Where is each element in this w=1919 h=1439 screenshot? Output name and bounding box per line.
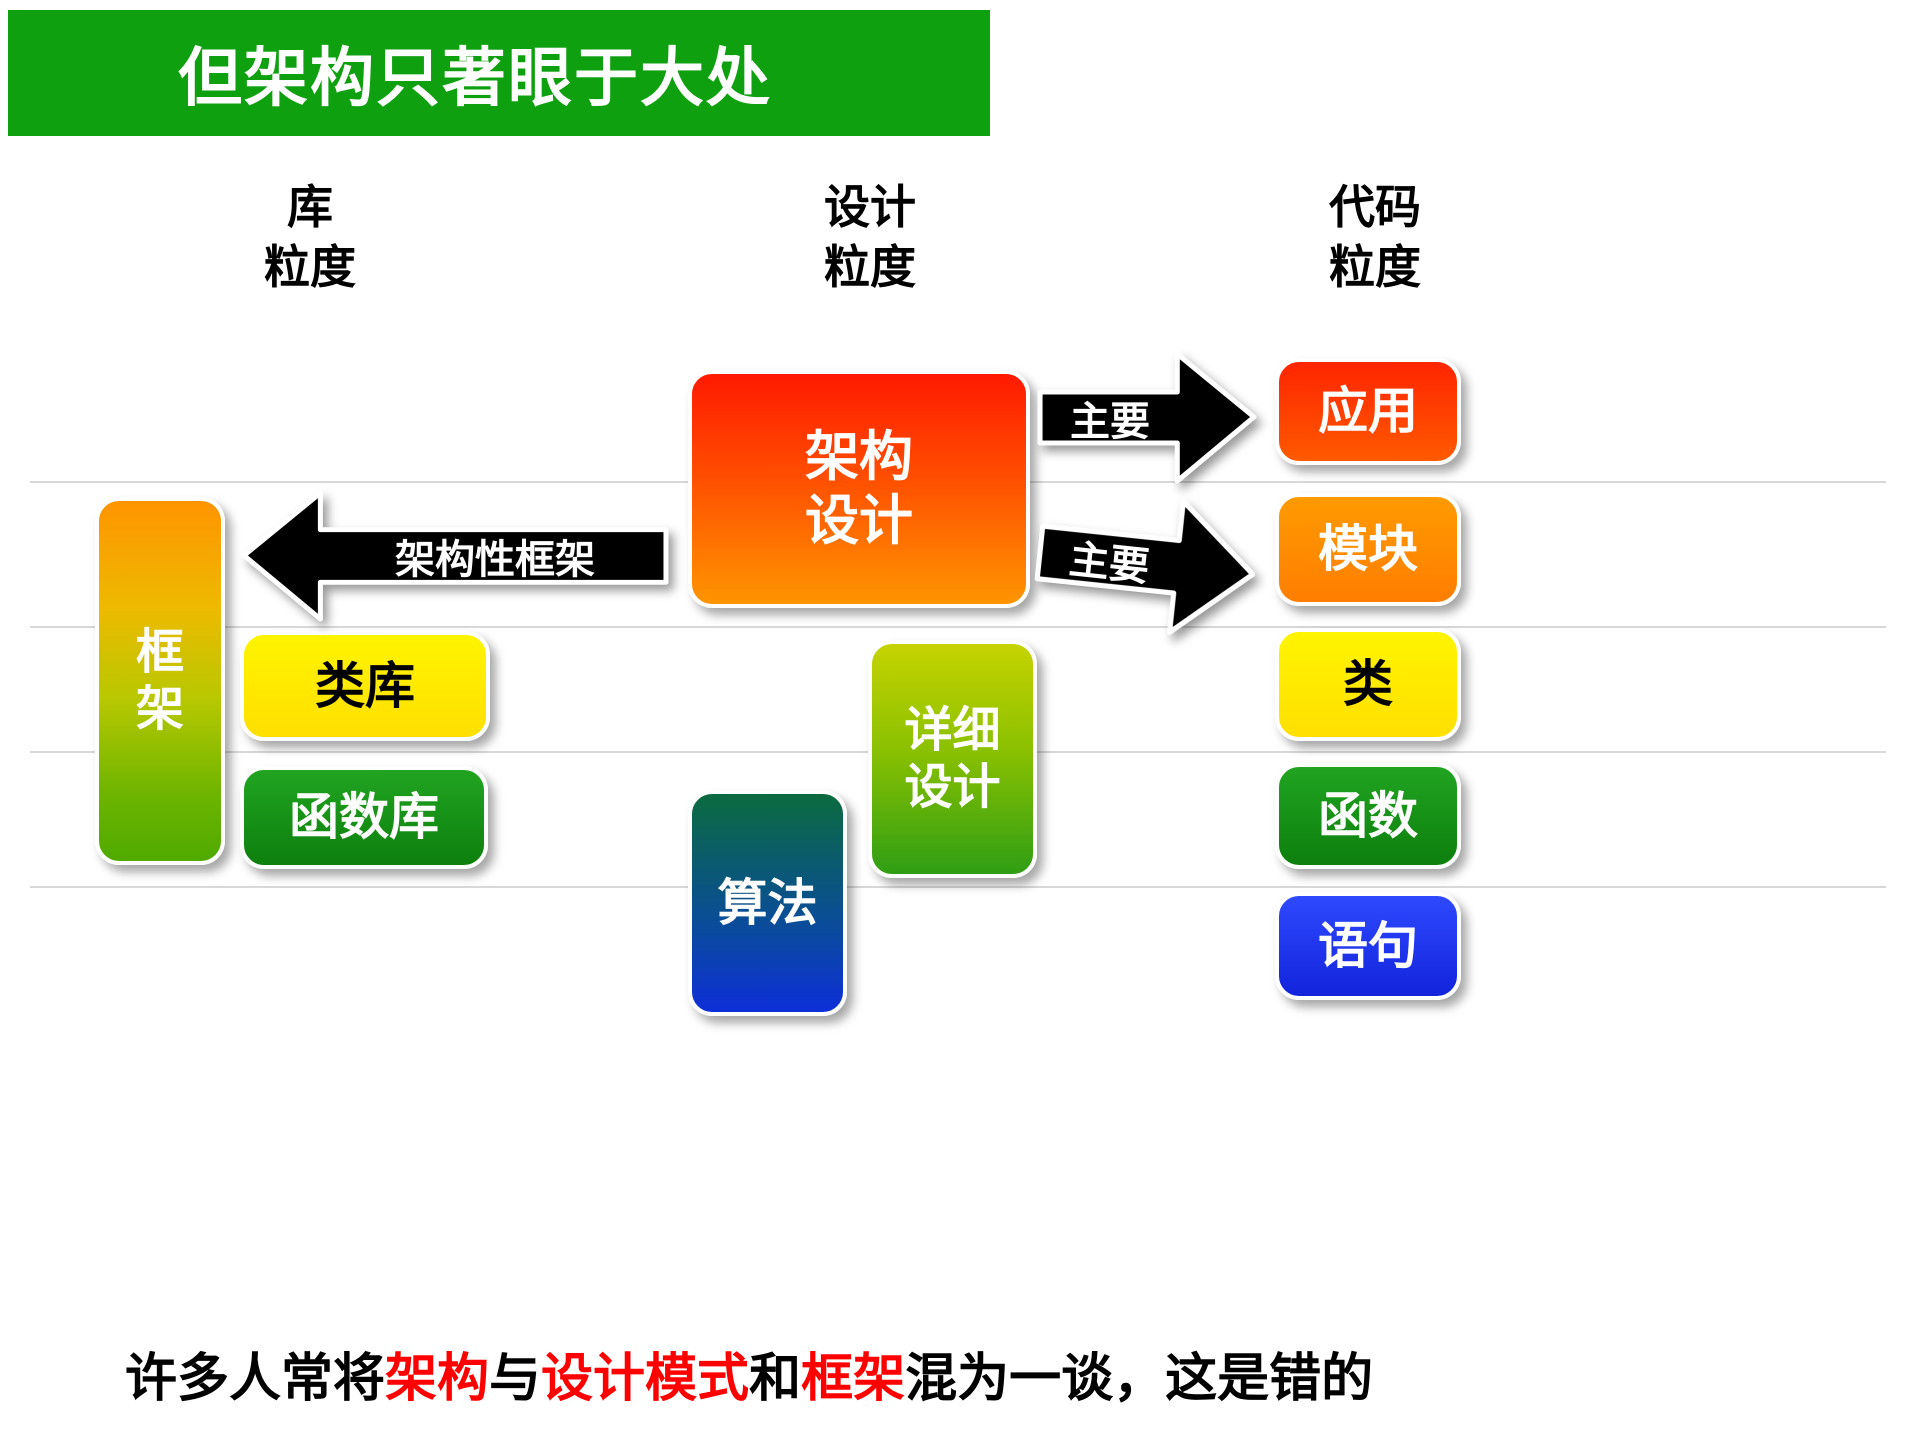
box-class-library: 类库 xyxy=(240,631,490,741)
box-function-library: 函数库 xyxy=(240,766,488,869)
slide-title: 但架构只著眼于大处 xyxy=(178,42,772,116)
grid-line xyxy=(30,626,1886,628)
footer-text-segment: 混为一谈，这是错的 xyxy=(905,1349,1374,1409)
footer-text-segment: 和 xyxy=(749,1349,802,1409)
title-banner: 但架构只著眼于大处 xyxy=(8,10,990,136)
footer-text-segment: 框架 xyxy=(801,1349,906,1409)
arrow-main-to-application: 主要 xyxy=(1036,350,1258,485)
arrow-main-to-module: 主要 xyxy=(1029,482,1264,644)
box-module: 模块 xyxy=(1275,493,1461,606)
footer-text-segment: 与 xyxy=(489,1349,542,1409)
footer-text-segment: 许多人常将 xyxy=(125,1349,386,1409)
footer-text-segment: 设计模式 xyxy=(541,1349,750,1409)
box-statement: 语句 xyxy=(1275,892,1461,1000)
box-architecture-design: 架构 设计 xyxy=(688,370,1030,608)
box-detailed-design: 详细 设计 xyxy=(868,640,1037,878)
box-algorithm: 算法 xyxy=(688,790,847,1016)
footer-text-segment: 架构 xyxy=(385,1349,490,1409)
arrow-label-main-bottom: 主要 xyxy=(1066,536,1152,591)
column-header-code-granularity: 代码 粒度 xyxy=(1329,180,1421,294)
box-class: 类 xyxy=(1275,628,1461,741)
column-header-library-granularity: 库 粒度 xyxy=(264,180,356,294)
left-arrow-icon xyxy=(241,490,669,622)
right-arrow-icon xyxy=(1037,351,1257,484)
box-function: 函数 xyxy=(1275,763,1461,869)
column-header-design-granularity: 设计 粒度 xyxy=(824,180,916,294)
arrow-architectural-framework: 架构性框架 xyxy=(238,489,670,623)
grid-line xyxy=(30,886,1886,888)
arrow-label-architectural-framework: 架构性框架 xyxy=(395,537,595,583)
box-application: 应用 xyxy=(1275,358,1461,465)
right-arrow-icon xyxy=(1034,498,1256,635)
arrow-label-main-top: 主要 xyxy=(1070,398,1150,445)
footer-note: 许多人常将架构与设计模式和框架混为一谈，这是错的 xyxy=(125,1336,1825,1411)
box-framework: 框 架 xyxy=(95,497,225,865)
